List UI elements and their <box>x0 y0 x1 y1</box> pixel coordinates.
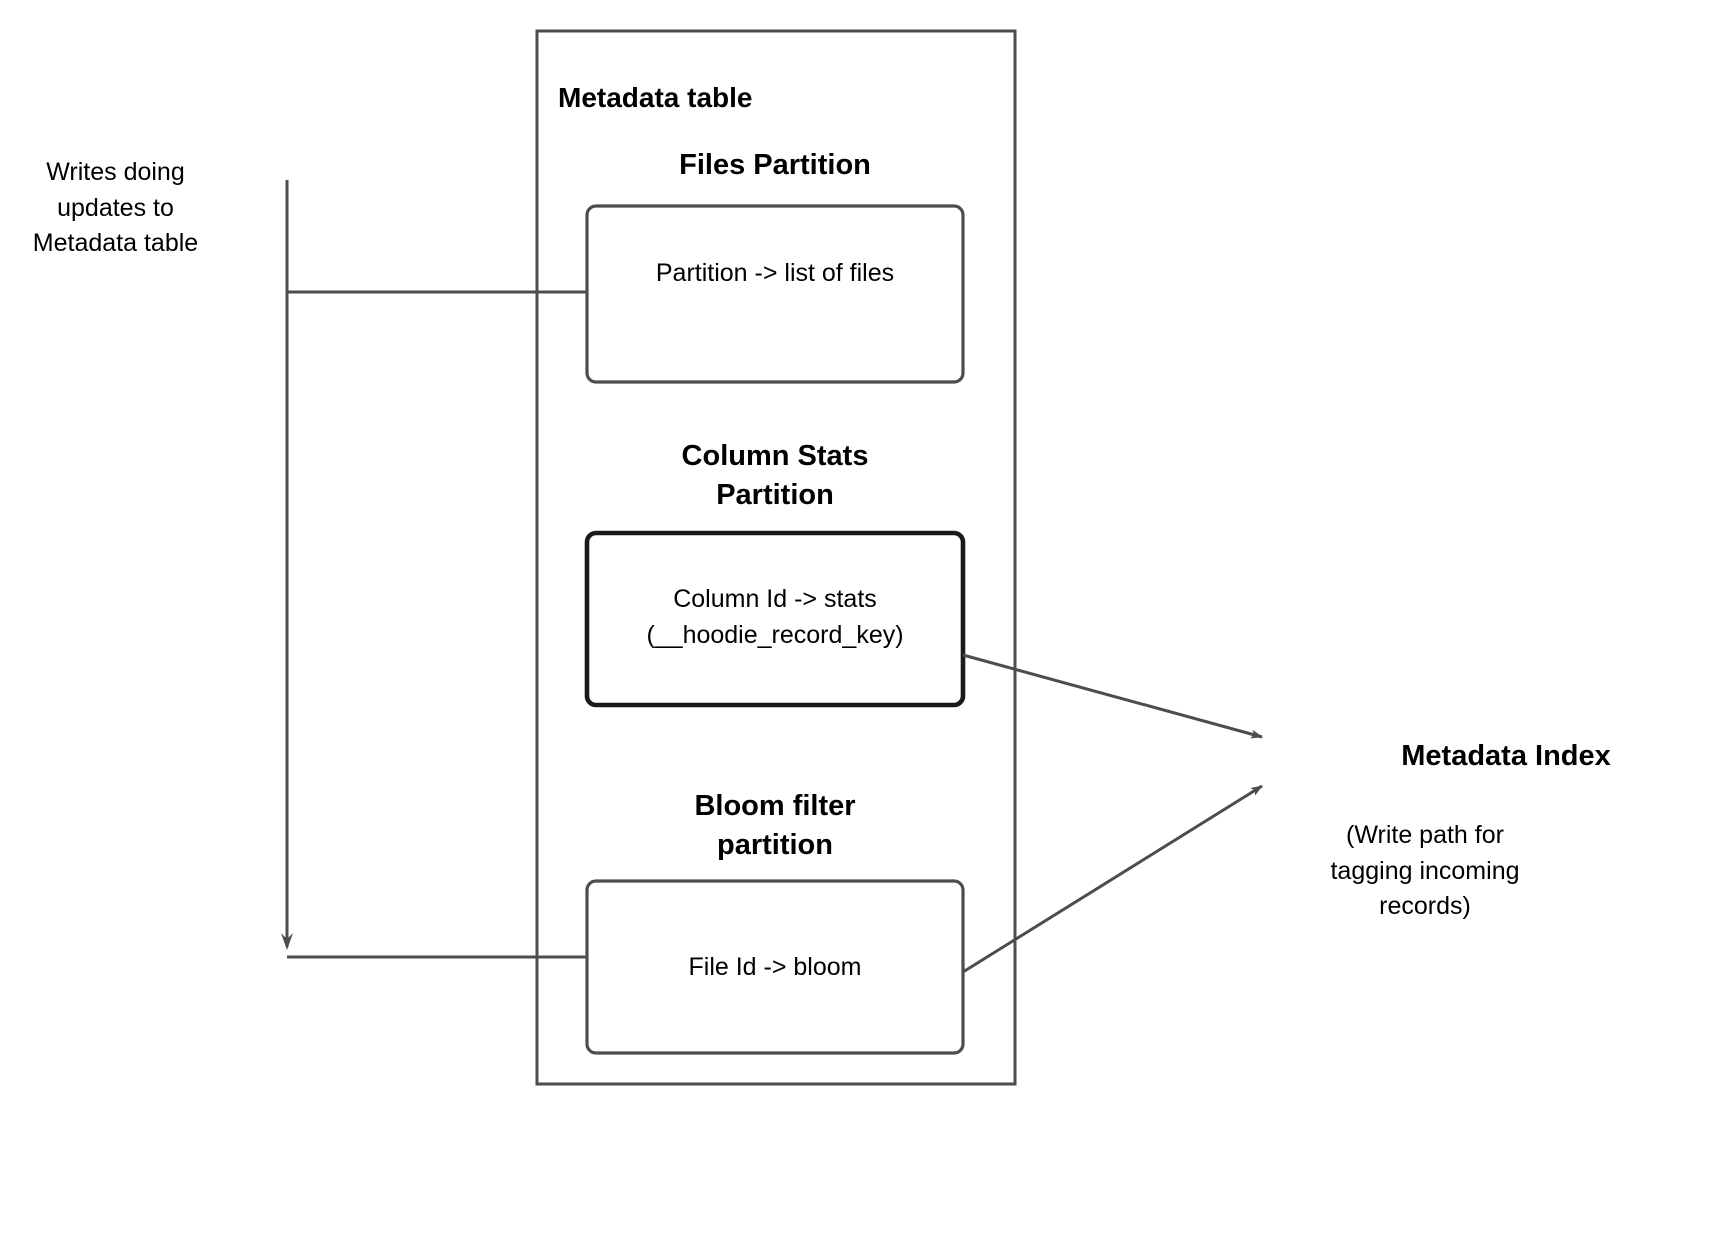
column-stats-partition-heading: Column Stats Partition <box>681 440 869 512</box>
column-stats-partition-box-label: Column Id -> stats (__hoodie_record_key) <box>646 585 904 649</box>
files-partition-heading: Files Partition <box>679 149 871 181</box>
writes-updates-annotation: Writes doing updates to Metadata table <box>32 158 199 257</box>
files-partition-box-label: Partition -> list of files <box>655 259 895 287</box>
metadata-index-subtitle: (Write path for tagging incoming records… <box>1330 821 1520 920</box>
arrow-bloom-to-metadata-index <box>962 784 1263 974</box>
arrow-colstats-to-metadata-index <box>962 653 1263 739</box>
metadata-table-container <box>535 29 1017 1086</box>
bloom-filter-partition-heading: Bloom filter partition <box>694 790 856 862</box>
writes-connector-arrow-down <box>281 933 293 950</box>
metadata-index-title: Metadata Index <box>1401 740 1611 772</box>
bloom-filter-partition-box-label: File Id -> bloom <box>688 953 862 981</box>
metadata-table-title: Metadata table <box>558 82 753 113</box>
files-partition-box <box>585 204 965 384</box>
